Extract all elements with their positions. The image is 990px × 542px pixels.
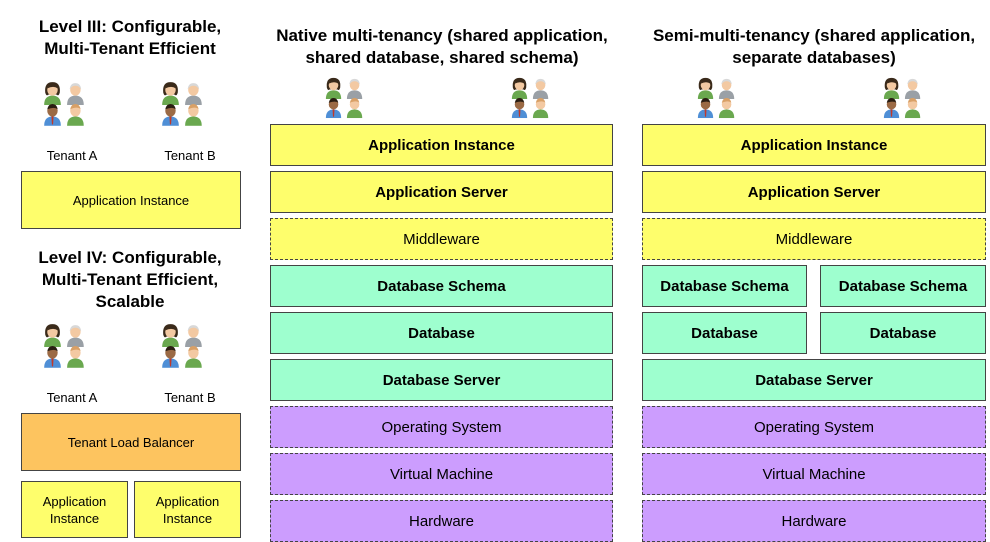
semi-database-2: Database bbox=[820, 312, 986, 354]
level3-application-instance: Application Instance bbox=[21, 171, 241, 229]
tenant-b-label: Tenant B bbox=[164, 148, 216, 163]
semi-application-server: Application Server bbox=[642, 171, 986, 213]
tenant-a-people-icon bbox=[40, 80, 90, 128]
native-title: Native multi-tenancy (shared application… bbox=[276, 26, 608, 67]
native-hardware: Hardware bbox=[270, 500, 613, 542]
semi-database-server: Database Server bbox=[642, 359, 986, 401]
tenant-b-people-icon bbox=[158, 80, 208, 128]
semi-operating-system: Operating System bbox=[642, 406, 986, 448]
native-middleware: Middleware bbox=[270, 218, 613, 260]
native-virtual-machine: Virtual Machine bbox=[270, 453, 613, 495]
tenant-a-label: Tenant A bbox=[46, 148, 98, 163]
native-database: Database bbox=[270, 312, 613, 354]
native-operating-system: Operating System bbox=[270, 406, 613, 448]
tenant-b-people-icon bbox=[158, 322, 208, 370]
tenant-people-icon bbox=[693, 76, 741, 120]
semi-virtual-machine: Virtual Machine bbox=[642, 453, 986, 495]
tenant-people-icon bbox=[879, 76, 927, 120]
semi-title: Semi-multi-tenancy (shared application, … bbox=[652, 26, 976, 67]
level4-title: Level IV: Configurable, Multi-Tenant Eff… bbox=[38, 248, 222, 311]
level4-application-instance-2: Application Instance bbox=[134, 481, 241, 538]
semi-application-instance: Application Instance bbox=[642, 124, 986, 166]
tenant-a-label: Tenant A bbox=[46, 390, 98, 405]
tenant-b-label: Tenant B bbox=[164, 390, 216, 405]
semi-database-1: Database bbox=[642, 312, 807, 354]
semi-database-schema-2: Database Schema bbox=[820, 265, 986, 307]
native-database-server: Database Server bbox=[270, 359, 613, 401]
semi-database-schema-1: Database Schema bbox=[642, 265, 807, 307]
tenant-people-icon bbox=[321, 76, 369, 120]
tenant-people-icon bbox=[507, 76, 555, 120]
semi-hardware: Hardware bbox=[642, 500, 986, 542]
tenant-a-people-icon bbox=[40, 322, 90, 370]
native-application-server: Application Server bbox=[270, 171, 613, 213]
tenant-load-balancer: Tenant Load Balancer bbox=[21, 413, 241, 471]
semi-middleware: Middleware bbox=[642, 218, 986, 260]
level4-application-instance-1: Application Instance bbox=[21, 481, 128, 538]
native-database-schema: Database Schema bbox=[270, 265, 613, 307]
native-application-instance: Application Instance bbox=[270, 124, 613, 166]
level3-title: Level III: Configurable, Multi-Tenant Ef… bbox=[38, 17, 222, 58]
